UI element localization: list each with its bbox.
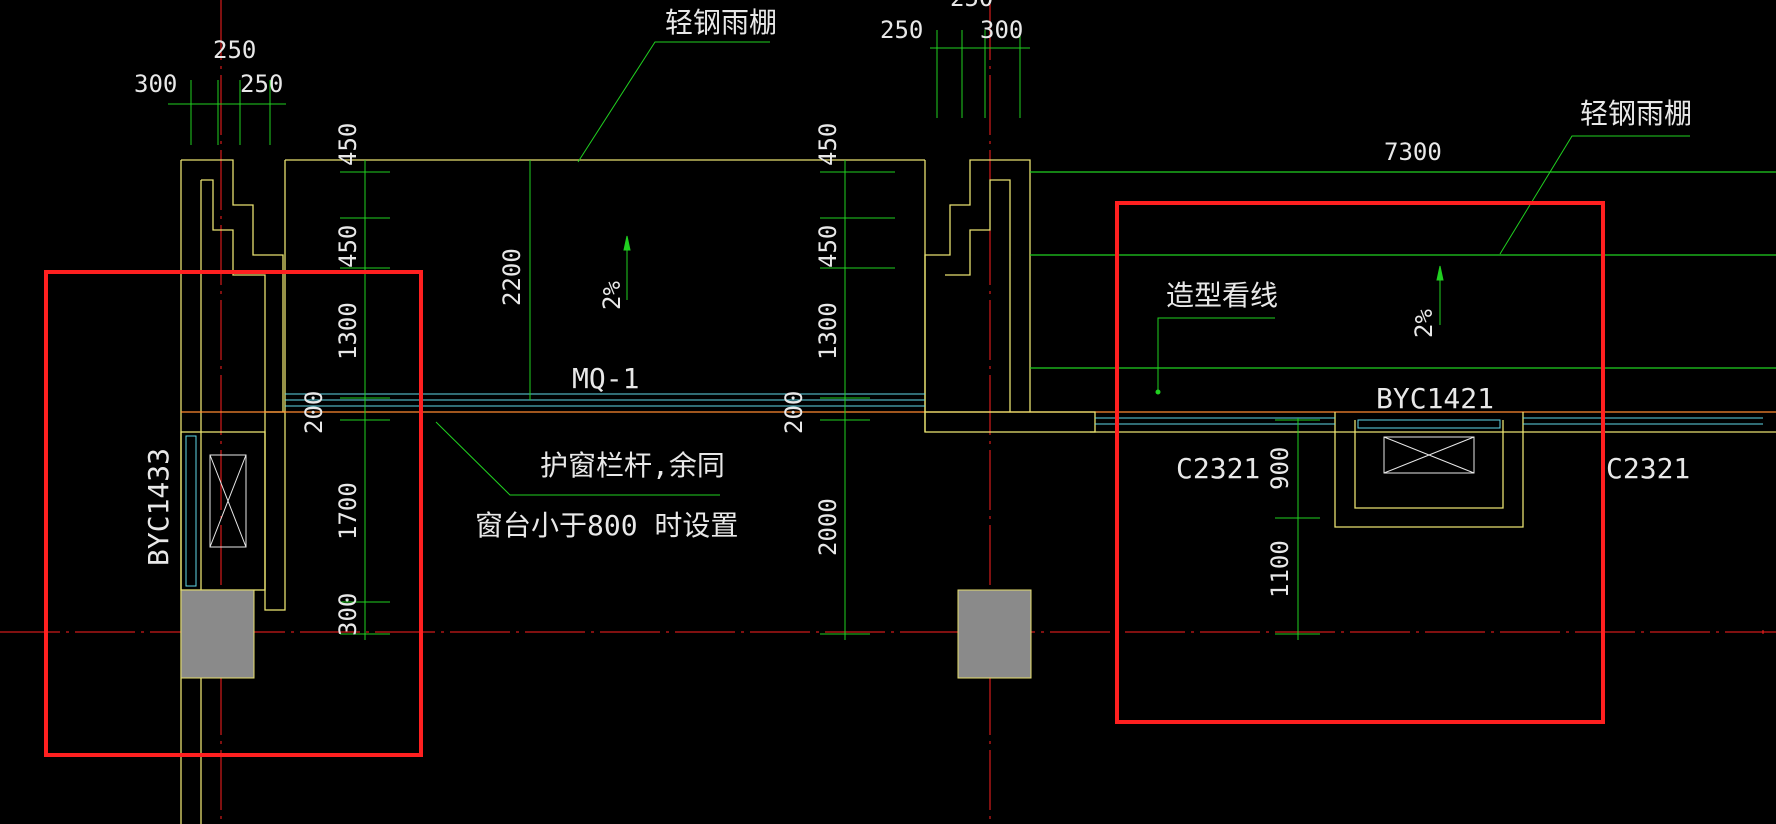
leader-canopy-top [577, 41, 770, 163]
middle-sill [924, 411, 1096, 433]
dim-1100: 1100 [1266, 540, 1294, 598]
dim-200-b: 200 [780, 391, 808, 434]
slope-2pct-1: 2% [598, 281, 626, 310]
dim-450-d: 450 [814, 225, 842, 268]
column-middle [957, 589, 1032, 679]
crossbox-left [209, 454, 247, 548]
dim-2000: 2000 [814, 498, 842, 556]
label-canopy-right: 轻钢雨棚 [1580, 97, 1692, 130]
dim-200-a: 200 [300, 391, 328, 434]
dim-900: 900 [1266, 447, 1294, 490]
windows [185, 393, 1763, 587]
columns [180, 589, 1032, 679]
dimension-lines [168, 30, 1690, 640]
label-door: MQ-1 [572, 362, 639, 395]
dim-300-c: 300 [334, 593, 362, 636]
highlight-right [1115, 201, 1605, 724]
leader-profile-line [1157, 317, 1275, 392]
label-byc1421: BYC1421 [1376, 382, 1494, 415]
crossed-boxes [209, 436, 1475, 548]
dim-250-c: 250 [880, 16, 923, 44]
label-c2321-left: C2321 [1176, 452, 1260, 485]
dim-450-c: 450 [814, 123, 842, 166]
highlight-left [44, 270, 423, 757]
label-railing-note-2: 窗台小于800 时设置 [475, 509, 738, 542]
dim-1300-b: 1300 [814, 302, 842, 360]
leader-canopy-right [1499, 135, 1690, 255]
dim-250-b: 250 [240, 70, 283, 98]
dim-2200: 2200 [498, 248, 526, 306]
column-left [180, 589, 255, 679]
bay-window-outer [1334, 412, 1524, 528]
middle-parapet-inner [945, 179, 1011, 412]
label-c2321-right: C2321 [1606, 452, 1690, 485]
dim-300-b: 300 [980, 16, 1023, 44]
left-window-frame [180, 431, 266, 591]
left-parapet-step [181, 159, 284, 412]
dim-450-a: 450 [334, 123, 362, 166]
crossbox-right [1383, 436, 1475, 474]
slope-2pct-2: 2% [1410, 309, 1438, 338]
dim-250-top: 250 [950, 0, 993, 12]
highlight-boxes [44, 201, 1605, 757]
dim-1300-a: 1300 [334, 302, 362, 360]
dim-250-a: 250 [213, 36, 256, 64]
walls [180, 159, 1776, 824]
label-canopy-top: 轻钢雨棚 [665, 6, 777, 39]
window-byc1421-glass [1357, 419, 1501, 429]
dim-7300: 7300 [1384, 138, 1442, 166]
label-byc1433: BYC1433 [142, 448, 175, 566]
label-railing-note-1: 护窗栏杆,余同 [540, 449, 725, 482]
leader-railing [435, 421, 720, 496]
middle-parapet-outer [924, 159, 1031, 432]
dim-450-b: 450 [334, 225, 362, 268]
left-pier [264, 411, 286, 611]
dim-300-a: 300 [134, 70, 177, 98]
bay-window-inner [1354, 420, 1504, 509]
label-profile-line: 造型看线 [1166, 279, 1278, 312]
left-parapet-inner [201, 179, 266, 412]
dim-1700: 1700 [334, 482, 362, 540]
window-byc1433-glass [185, 435, 197, 587]
